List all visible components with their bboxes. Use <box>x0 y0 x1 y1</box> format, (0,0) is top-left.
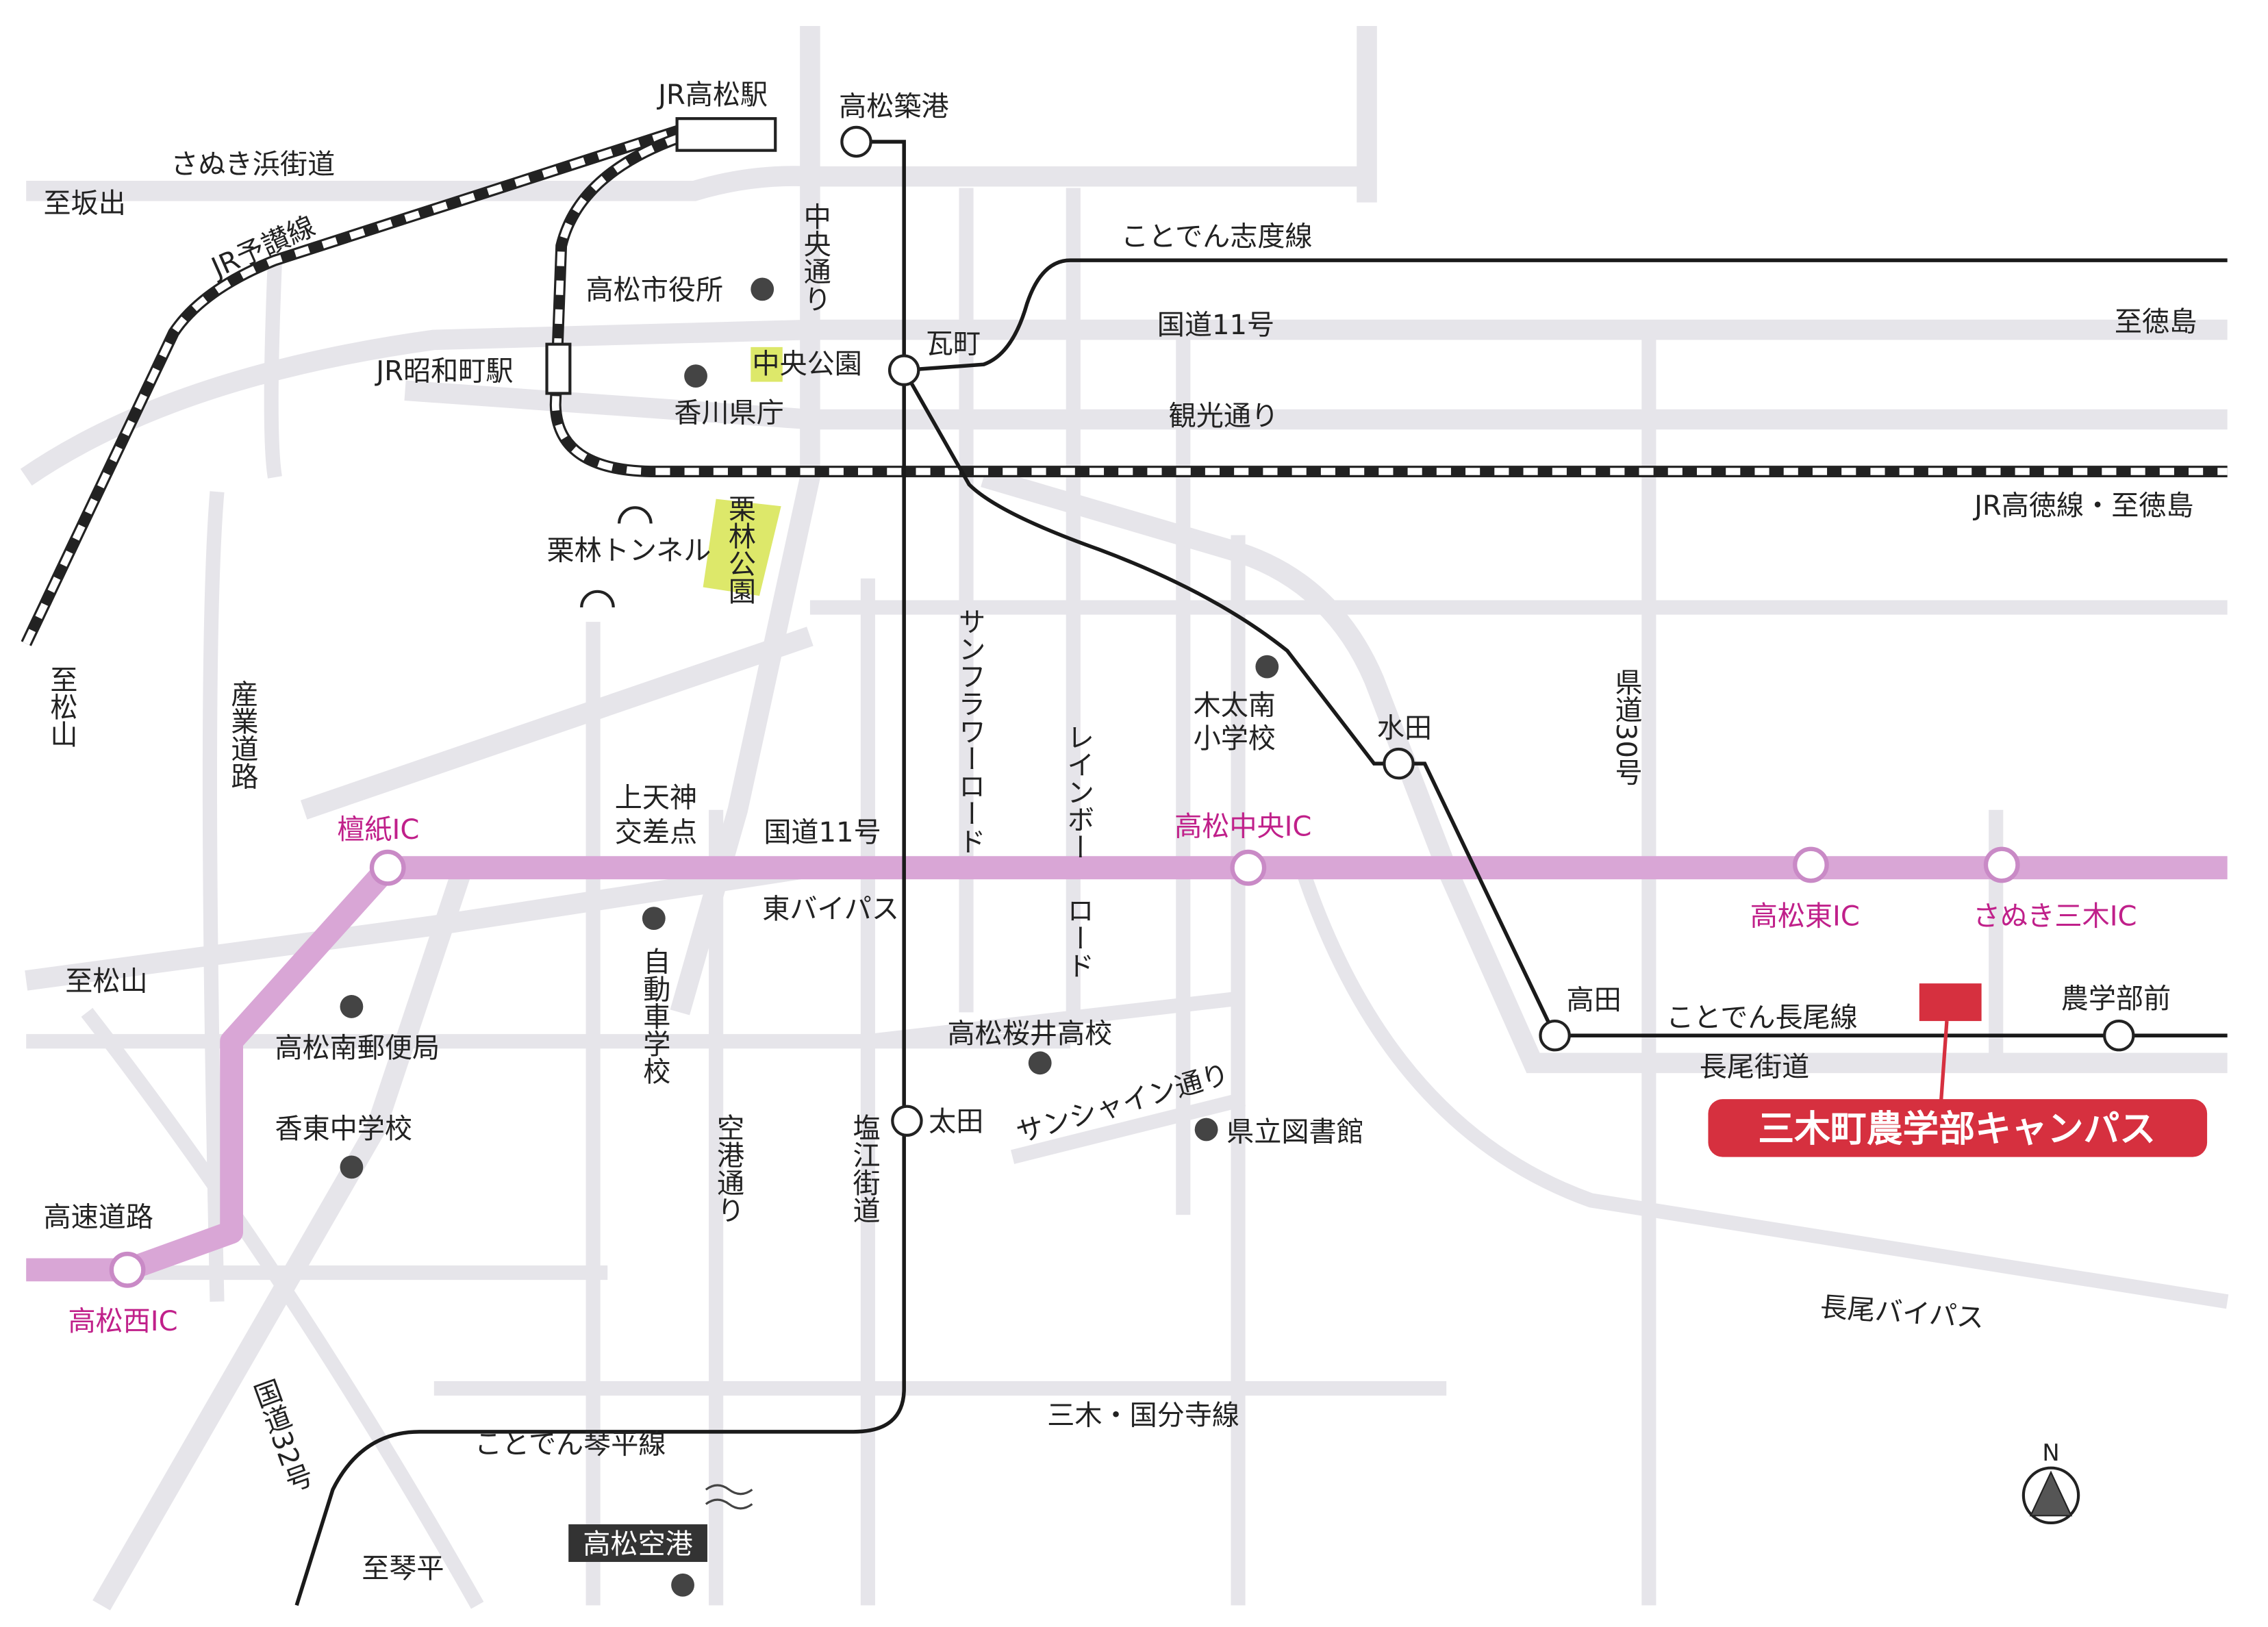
station-marker <box>840 125 872 158</box>
place-dot <box>1028 1051 1052 1075</box>
place-label: 上天神 <box>615 782 697 814</box>
direction-label: 至松山 <box>65 966 147 998</box>
place-dot <box>1194 1118 1218 1142</box>
station-label: 高松築港 <box>839 91 948 123</box>
place-dot <box>1255 655 1279 679</box>
svg-text:N: N <box>2042 1439 2059 1466</box>
road-label: さぬき浜街道 <box>171 149 335 180</box>
place-label: 中央公園 <box>752 349 861 380</box>
place-label: 自動車学校 <box>638 947 670 1085</box>
ic-label: 高松西IC <box>68 1306 177 1337</box>
road-label: 県道30号 <box>1610 668 1641 785</box>
station-label: JR高松駅 <box>656 79 768 111</box>
place-dot <box>340 1155 364 1179</box>
station-label: 瓦町 <box>926 328 981 360</box>
jr-showacho-station-marker <box>545 342 572 395</box>
station-label: 農学部前 <box>2061 983 2171 1015</box>
road-label: 空港通り <box>712 1113 744 1223</box>
direction-label: 至琴平 <box>362 1553 444 1585</box>
place-label: 香川県庁 <box>674 398 783 429</box>
road-label: 塩江街道 <box>848 1113 880 1223</box>
road-label: レインボー <box>1062 723 1094 861</box>
tunnel-icon <box>580 590 615 608</box>
road-label: 国道32号 <box>246 1376 316 1497</box>
place-dot <box>642 907 666 931</box>
line-label: ことでん長尾線 <box>1666 1002 1858 1034</box>
station-marker <box>891 1105 923 1137</box>
kotoden-lines <box>294 140 2228 1606</box>
ic-marker <box>1793 846 1829 883</box>
line-label: ことでん琴平線 <box>475 1429 666 1461</box>
campus-leader <box>1939 1020 1949 1102</box>
ic-label: さぬき三木IC <box>1973 901 2137 933</box>
water-icon <box>705 1484 753 1510</box>
line-label: 高速道路 <box>44 1202 153 1233</box>
direction-label: 至徳島 <box>2115 307 2197 338</box>
place-label: 高松市役所 <box>586 275 724 306</box>
ic-marker <box>109 1251 146 1288</box>
place-label: 高松南郵便局 <box>275 1033 440 1064</box>
road-label: 三木・国分寺線 <box>1047 1400 1239 1431</box>
road-label: 国道11号 <box>764 817 881 848</box>
road-label: 中央通り <box>798 203 830 312</box>
place-dot <box>684 364 707 388</box>
ic-label: 檀紙IC <box>337 814 419 846</box>
ic-marker <box>1983 846 2020 883</box>
place-dot <box>340 995 364 1018</box>
road-label: ロード <box>1062 896 1094 979</box>
north-arrow-icon: N <box>2021 1439 2080 1525</box>
jr-lines <box>21 125 2228 646</box>
place-label: 木太南 <box>1194 690 1276 721</box>
tunnel-icon <box>618 506 653 524</box>
airport-label: 高松空港 <box>583 1528 692 1560</box>
station-marker <box>887 354 920 386</box>
road-label: 長尾バイパス <box>1819 1291 1985 1335</box>
airport-label-box <box>568 1524 707 1562</box>
direction-label: 至松山 <box>45 666 77 748</box>
station-label: 高田 <box>1566 985 1621 1016</box>
station-label: 水田 <box>1377 713 1432 744</box>
place-label: 栗林公園 <box>723 494 755 604</box>
ic-label: 高松東IC <box>1750 901 1860 933</box>
campus-marker <box>1919 983 1982 1022</box>
campus-label-box: 三木町農学部キャンパス <box>1708 1099 2208 1157</box>
line-label: ことでん志度線 <box>1121 221 1313 253</box>
place-label: 香東中学校 <box>275 1113 412 1145</box>
campus-label: 三木町農学部キャンパス <box>1758 1108 2156 1150</box>
line-label: JR高徳線・至徳島 <box>1972 490 2193 522</box>
ic-label: 高松中央IC <box>1174 811 1311 843</box>
road-label: 国道11号 <box>1157 310 1274 341</box>
chuo-park-highlight <box>751 346 783 382</box>
road-label: 東バイパス <box>762 894 899 925</box>
direction-label: 至坂出 <box>44 188 126 219</box>
place-dot <box>671 1573 694 1597</box>
road-label: 産業道路 <box>226 680 257 790</box>
road-label: サンフラワーロード <box>953 607 985 855</box>
ic-marker <box>369 849 406 886</box>
road-label: 観光通り <box>1169 401 1278 432</box>
place-label: 交差点 <box>615 817 697 848</box>
jr-takamatsu-station-marker <box>675 117 777 152</box>
road-network <box>20 26 2229 1611</box>
map-labels: JR高松駅 高松築港 瓦町 JR昭和町駅 水田 高田 農学部前 太田 JR予讃線… <box>44 79 2197 1585</box>
place-label: 栗林トンネル <box>547 535 711 566</box>
station-marker <box>1383 747 1415 780</box>
ritsurin-park-highlight <box>703 499 781 596</box>
place-label: 小学校 <box>1194 723 1276 755</box>
place-dot <box>751 277 774 301</box>
station-marker <box>2103 1019 2135 1052</box>
station-label: 太田 <box>929 1107 983 1138</box>
road-label: 長尾街道 <box>1700 1051 1809 1083</box>
place-label: 県立図書館 <box>1226 1116 1364 1148</box>
station-label: JR昭和町駅 <box>374 355 513 387</box>
station-marker <box>1539 1019 1571 1052</box>
ic-marker <box>1230 849 1267 886</box>
place-label: 高松桜井高校 <box>948 1018 1113 1050</box>
